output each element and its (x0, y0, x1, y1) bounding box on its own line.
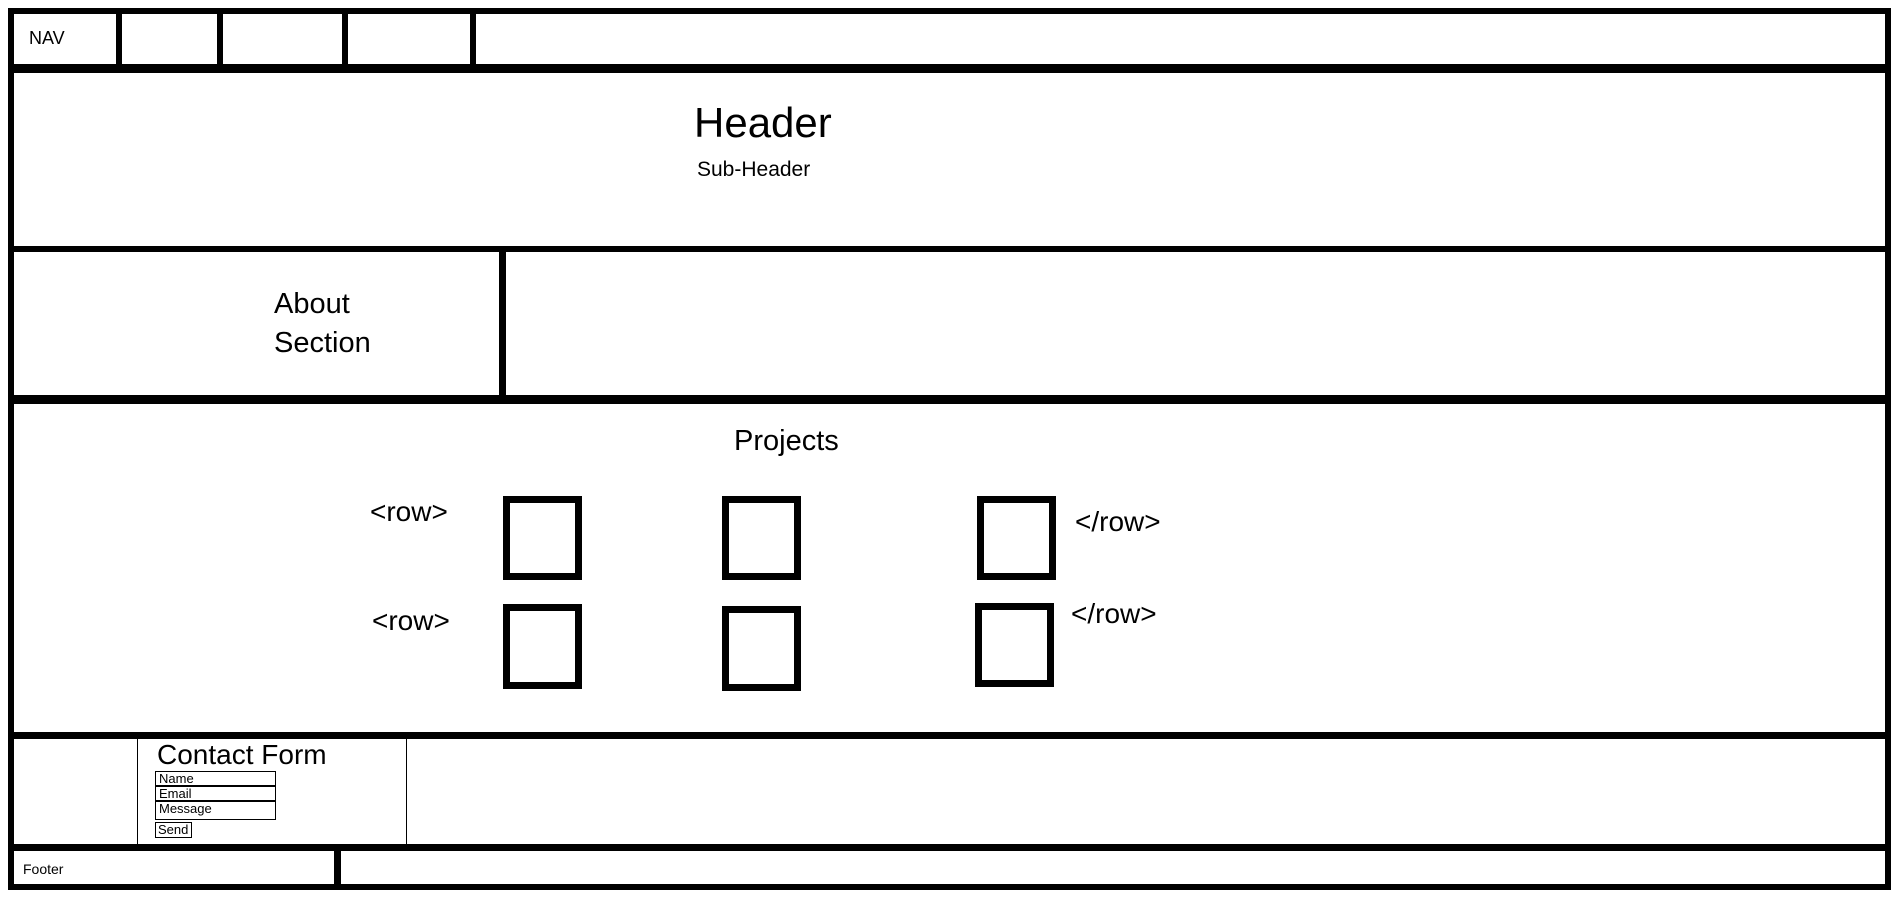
header-subtitle: Sub-Header (697, 158, 811, 181)
row-close-tag: </row> (1075, 506, 1161, 537)
nav-divider (116, 8, 122, 70)
contact-divider (406, 739, 407, 844)
header-section (8, 67, 1891, 252)
header-title: Header (694, 99, 832, 146)
footer-bar (8, 845, 1891, 890)
nav-divider (217, 8, 223, 70)
row-open-tag: <row> (372, 605, 450, 636)
about-section (8, 246, 1891, 401)
projects-title: Projects (734, 425, 839, 457)
nav-tab-3[interactable] (348, 14, 470, 64)
nav-divider (470, 8, 476, 74)
nav-tab-2[interactable] (223, 14, 342, 64)
name-field[interactable]: Name (155, 771, 276, 786)
project-card[interactable] (503, 604, 582, 689)
project-card[interactable] (975, 603, 1054, 687)
message-field[interactable]: Message (155, 801, 276, 820)
email-field[interactable]: Email (155, 786, 276, 801)
nav-divider (342, 8, 348, 70)
row-close-tag: </row> (1071, 598, 1157, 629)
project-card[interactable] (503, 496, 582, 580)
row-open-tag: <row> (370, 496, 448, 527)
about-title-line1: About (274, 288, 350, 320)
contact-divider (137, 739, 138, 844)
project-card[interactable] (722, 606, 801, 691)
send-button[interactable]: Send (155, 822, 192, 838)
projects-section (8, 398, 1891, 738)
contact-form-title: Contact Form (157, 739, 327, 770)
project-card[interactable] (977, 496, 1056, 580)
footer-label: Footer (23, 861, 64, 877)
about-divider (499, 246, 506, 401)
footer-divider (334, 845, 341, 890)
project-card[interactable] (722, 496, 801, 580)
nav-tab-1[interactable] (122, 14, 217, 64)
nav-label[interactable]: NAV (29, 28, 65, 48)
about-title-line2: Section (274, 327, 371, 359)
